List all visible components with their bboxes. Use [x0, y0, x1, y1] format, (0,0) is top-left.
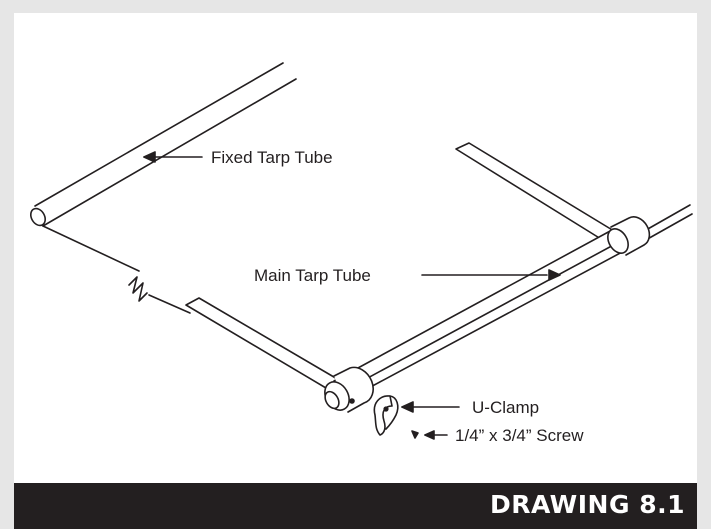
arrow-left-icon — [401, 401, 460, 413]
tarp-tube-diagram: Fixed Tarp Tube Main Tarp Tube U-Clamp 1… — [29, 62, 693, 445]
right-side-strip — [455, 142, 615, 240]
right-collar — [607, 216, 651, 256]
tarp-edge — [42, 225, 191, 314]
fixed-tarp-tube — [29, 62, 297, 227]
label-fixed-tarp-tube: Fixed Tarp Tube — [211, 148, 333, 167]
label-main-tarp-tube: Main Tarp Tube — [254, 266, 371, 285]
drawing-title: DRAWING 8.1 — [489, 490, 685, 519]
left-collar — [324, 366, 374, 413]
u-clamp-icon — [373, 395, 399, 436]
label-screw: 1/4” x 3/4” Screw — [455, 426, 584, 445]
drawing-footer: DRAWING 8.1 — [14, 483, 697, 529]
main-tarp-tube — [324, 204, 693, 413]
left-side-strip — [185, 297, 340, 389]
arrow-left-icon — [424, 430, 448, 440]
arrow-left-icon — [143, 151, 203, 163]
arrow-right-icon — [421, 269, 561, 281]
label-u-clamp: U-Clamp — [472, 398, 539, 417]
screw-icon — [411, 430, 419, 439]
